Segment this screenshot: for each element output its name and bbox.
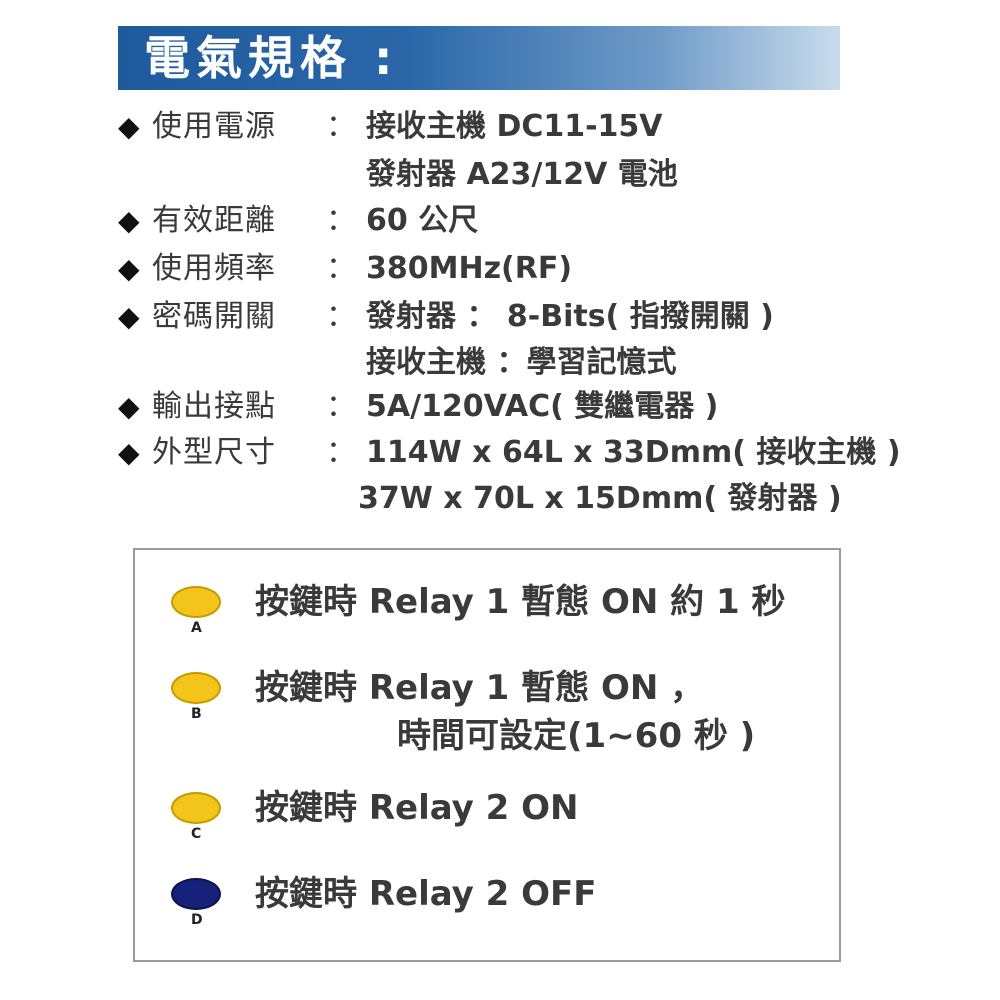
spec-label: 使用頻率	[152, 251, 276, 286]
diamond-bullet-icon: ◆	[118, 436, 140, 469]
legend-text: 按鍵時 Relay 1 暫態 ON 約 1 秒	[255, 582, 786, 622]
spec-colon: ：	[326, 435, 356, 470]
button-letter: D	[191, 912, 203, 928]
spec-colon: ：	[326, 109, 356, 144]
spec-label: 密碼開關	[152, 299, 276, 334]
spec-colon: ：	[326, 389, 356, 424]
spec-value: 37W x 70L x 15Dmm( 發射器 )	[358, 481, 842, 516]
yellow-button-icon	[171, 792, 221, 824]
button-letter: C	[191, 826, 202, 842]
diamond-bullet-icon: ◆	[118, 390, 140, 423]
spec-value: 接收主機 DC11-15V	[366, 109, 663, 144]
legend-text: 按鍵時 Relay 2 OFF	[255, 874, 597, 914]
spec-colon: ：	[326, 203, 356, 238]
yellow-button-icon	[171, 586, 221, 618]
button-letter: A	[191, 620, 202, 636]
spec-label: 輸出接點	[152, 389, 276, 424]
diamond-bullet-icon: ◆	[118, 204, 140, 237]
spec-value: 380MHz(RF)	[366, 251, 573, 286]
spec-label: 外型尺寸	[152, 435, 276, 470]
spec-colon: ：	[326, 251, 356, 286]
spec-value: 發射器 ： 8-Bits( 指撥開關 )	[366, 299, 774, 334]
spec-header-banner: 電氣規格 :	[118, 26, 840, 90]
diamond-bullet-icon: ◆	[118, 252, 140, 285]
diamond-bullet-icon: ◆	[118, 300, 140, 333]
navy-button-icon	[171, 878, 221, 910]
yellow-button-icon	[171, 672, 221, 704]
spec-value: 發射器 A23/12V 電池	[366, 157, 678, 192]
button-letter: B	[191, 706, 202, 722]
spec-value: 接收主機 ：學習記憶式	[366, 345, 677, 380]
legend-text: 按鍵時 Relay 1 暫態 ON ，	[255, 668, 705, 708]
diamond-bullet-icon: ◆	[118, 110, 140, 143]
spec-label: 有效距離	[152, 203, 276, 238]
legend-text: 時間可設定(1~60 秒 )	[397, 716, 756, 756]
spec-value: 60 公尺	[366, 203, 479, 238]
page-title: 電氣規格 :	[144, 31, 399, 85]
spec-colon: ：	[326, 299, 356, 334]
spec-value: 5A/120VAC( 雙繼電器 )	[366, 389, 719, 424]
remote-button-legend: A 按鍵時 Relay 1 暫態 ON 約 1 秒 B 按鍵時 Relay 1 …	[133, 548, 841, 962]
spec-value: 114W x 64L x 33Dmm( 接收主機 )	[366, 435, 901, 470]
spec-label: 使用電源	[152, 109, 276, 144]
legend-text: 按鍵時 Relay 2 ON	[255, 788, 579, 828]
